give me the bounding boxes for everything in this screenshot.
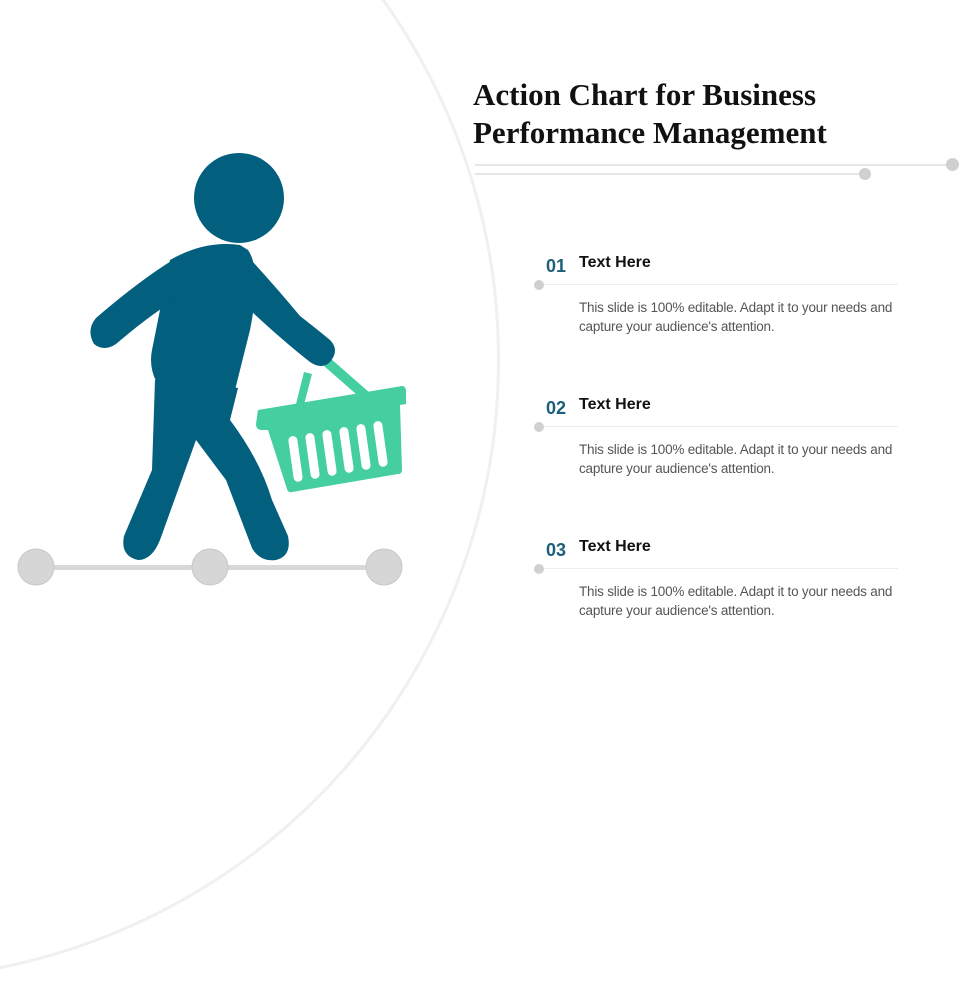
item-dot [534,564,544,574]
item-heading: Text Here [579,396,651,413]
title-divider-upper [475,164,953,166]
title-divider-lower-dot [859,168,871,180]
item-description: This slide is 100% editable. Adapt it to… [579,300,893,334]
page-title: Action Chart for Business Performance Ma… [473,77,827,150]
item-number: 02 [546,398,567,418]
item-divider [544,426,898,427]
person-icon [90,153,335,561]
item-divider [544,284,898,285]
item-divider [544,568,898,569]
timeline [17,548,403,586]
item-number: 01 [546,256,567,276]
person-with-basket-icon [17,153,406,586]
title-divider-upper-dot [946,158,959,171]
title-divider-lower [475,173,865,175]
item-dot [534,280,544,290]
item-number: 03 [546,540,567,560]
item-description: This slide is 100% editable. Adapt it to… [579,584,893,618]
basket-icon [256,358,406,493]
item-dot [534,422,544,432]
item-heading: Text Here [579,254,651,271]
item-description: This slide is 100% editable. Adapt it to… [579,442,893,476]
item-heading: Text Here [579,538,651,555]
